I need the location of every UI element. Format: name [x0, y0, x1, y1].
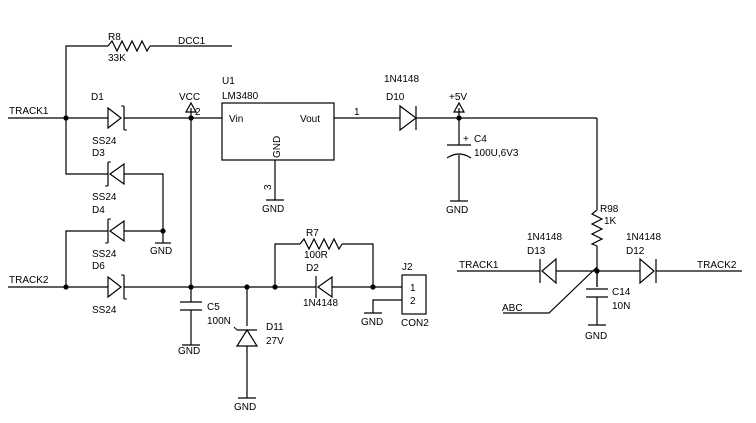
gnd-d4-label: GND — [150, 246, 172, 257]
d1-ref: D1 — [91, 92, 104, 103]
net-dcc1: DCC1 — [178, 36, 206, 47]
d11-ref: D11 — [266, 322, 284, 333]
gnd-c4-label: GND — [446, 205, 468, 216]
u1-pin-gnd: GND — [272, 136, 283, 158]
u1-ref: U1 — [222, 76, 235, 87]
r8-value: 33K — [108, 53, 126, 64]
d4-ref: D4 — [92, 205, 105, 216]
j2-value: CON2 — [401, 318, 429, 329]
capacitor-c5 — [180, 301, 202, 311]
regulator-u1 — [221, 102, 335, 161]
u1-pin-vout: Vout — [300, 114, 320, 125]
r7-ref: R7 — [306, 228, 319, 239]
c4-polarity: + — [463, 134, 469, 145]
net-track1-left: TRACK1 — [9, 106, 49, 117]
u1-pin2-number: 2 — [195, 107, 201, 118]
diode-d3 — [105, 161, 125, 187]
d13-value: 1N4148 — [527, 232, 562, 243]
d6-ref: D6 — [92, 261, 105, 272]
c5-ref: C5 — [207, 302, 220, 313]
d1-value: SS24 — [92, 136, 117, 147]
resistor-r8 — [107, 39, 151, 53]
diode-d1 — [107, 105, 127, 131]
d2-value: 1N4148 — [303, 298, 338, 309]
net-abc: ABC — [502, 303, 523, 314]
capacitor-c4 — [446, 144, 472, 159]
resistor-r7 — [299, 237, 343, 251]
plus5v-power-flag — [452, 101, 466, 113]
d2-ref: D2 — [306, 263, 319, 274]
diode-d10 — [399, 104, 417, 132]
resistor-r98 — [590, 209, 604, 247]
net-track2-left: TRACK2 — [9, 275, 49, 286]
j2-ref: J2 — [402, 262, 413, 273]
c5-value: 100N — [207, 316, 231, 327]
junction-dots — [63, 115, 600, 290]
c4-value: 100U,6V3 — [474, 148, 519, 159]
d11-value: 27V — [266, 336, 284, 347]
c14-value: 10N — [612, 301, 630, 312]
d3-ref: D3 — [92, 148, 105, 159]
gnd-d11-label: GND — [234, 402, 256, 413]
u1-pin-vin: Vin — [229, 114, 243, 125]
c4-ref: C4 — [474, 134, 487, 145]
d10-value: 1N4148 — [384, 74, 419, 85]
r98-value: 1K — [604, 216, 617, 227]
gnd-c14-label: GND — [585, 331, 607, 342]
d10-ref: D10 — [386, 92, 405, 103]
net-track2-right: TRACK2 — [697, 260, 737, 271]
diode-d6 — [107, 274, 127, 300]
wires — [8, 45, 742, 398]
net-track1-right: TRACK1 — [459, 260, 499, 271]
diode-d2 — [315, 275, 333, 299]
r7-value: 100R — [304, 250, 328, 261]
vcc-power-flag — [184, 101, 198, 113]
gnd-u1-label: GND — [262, 204, 284, 215]
u1-pin3-number: 3 — [263, 184, 274, 190]
d13-ref: D13 — [527, 246, 546, 257]
zener-d11 — [233, 326, 259, 347]
diode-d12 — [639, 257, 657, 285]
diode-d4 — [105, 218, 125, 244]
connector-j2 — [401, 274, 427, 315]
r98-ref: R98 — [600, 204, 619, 215]
j2-pin1: 1 — [410, 283, 416, 294]
j2-pin2: 2 — [410, 296, 416, 307]
d12-ref: D12 — [626, 246, 645, 257]
capacitor-c14 — [586, 288, 608, 298]
gnd-j2-label: GND — [361, 317, 383, 328]
u1-pin1-number: 1 — [354, 107, 360, 118]
r8-ref: R8 — [108, 32, 121, 43]
d12-value: 1N4148 — [626, 232, 661, 243]
d3-value: SS24 — [92, 192, 117, 203]
gnd-c5-label: GND — [178, 346, 200, 357]
d4-value: SS24 — [92, 249, 117, 260]
net-vcc: VCC — [179, 92, 200, 103]
net-plus5v: +5V — [449, 92, 467, 103]
d6-value: SS24 — [92, 305, 117, 316]
diode-d13 — [539, 257, 557, 285]
c14-ref: C14 — [612, 287, 631, 298]
u1-part: LM3480 — [222, 91, 259, 102]
